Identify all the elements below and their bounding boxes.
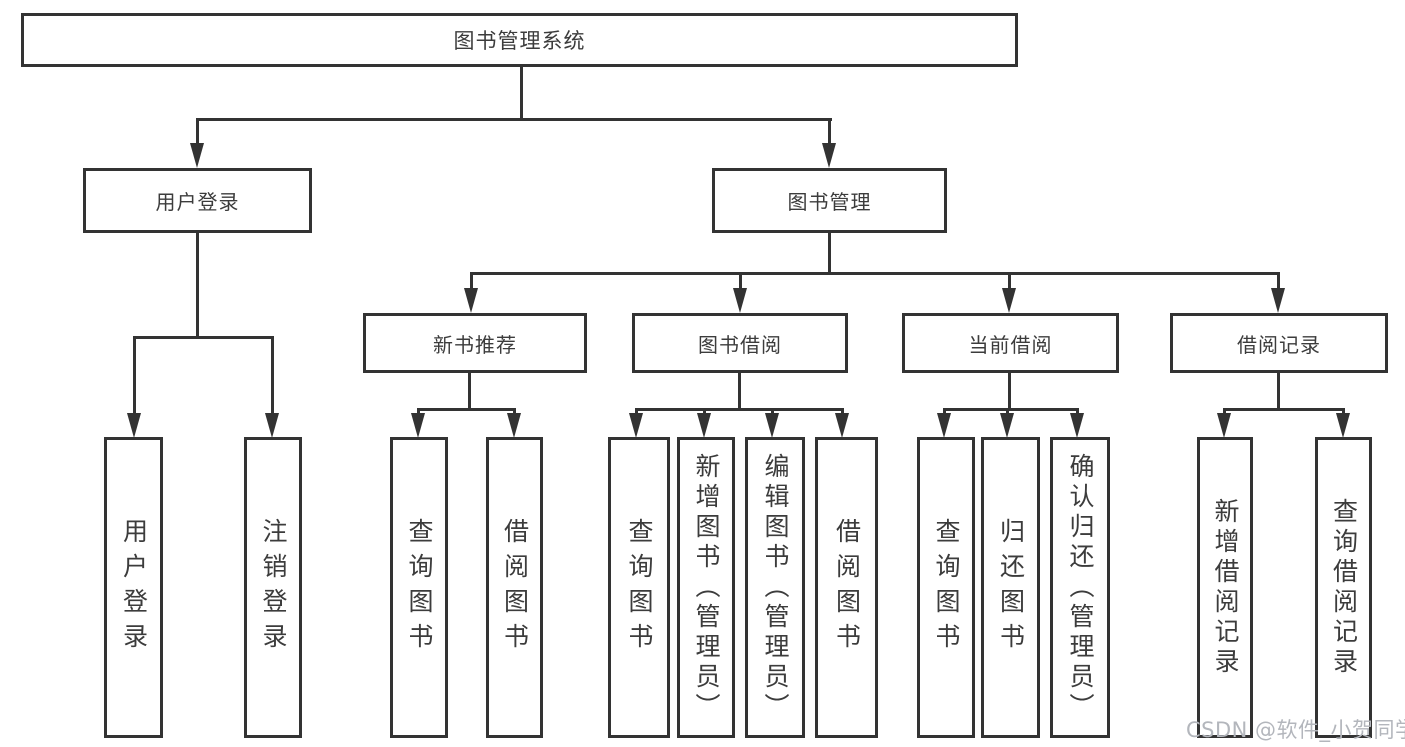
leaf-borrow-book: 借阅图书 bbox=[815, 437, 878, 738]
leaf-return-book: 归还图书 bbox=[981, 437, 1040, 738]
node-label: 图书管理系统 bbox=[453, 29, 586, 53]
connector-book-mgmt-stem bbox=[828, 118, 831, 146]
node-user-login: 用户登录 bbox=[83, 168, 312, 233]
node-label: 用户登录 bbox=[155, 190, 240, 214]
node-new-book-recommend: 新书推荐 bbox=[363, 313, 587, 373]
arrow-down-icon bbox=[765, 413, 779, 438]
node-label: 新书推荐 bbox=[433, 332, 517, 357]
connector-user-login-stub bbox=[196, 233, 199, 339]
node-label: 当前借阅 bbox=[968, 332, 1053, 357]
connector-current-borrow-stem bbox=[1008, 272, 1011, 290]
connector-leaf-stem bbox=[133, 336, 136, 416]
node-borrowing-records: 借阅记录 bbox=[1170, 313, 1388, 373]
arrow-down-icon bbox=[411, 413, 425, 438]
arrow-down-icon bbox=[1002, 288, 1016, 313]
node-current-borrowing: 当前借阅 bbox=[902, 313, 1119, 373]
leaf-confirm-return-admin: 确认归还（管理员） bbox=[1050, 437, 1110, 738]
leaf-label: 用户登录 bbox=[119, 517, 149, 658]
connector-borrow-record-stem bbox=[1277, 272, 1280, 290]
arrow-down-icon bbox=[464, 288, 478, 313]
leaf-label: 查询图书 bbox=[625, 517, 654, 658]
connector-user-login-stem bbox=[196, 118, 199, 146]
connector-new-book-stub bbox=[468, 373, 471, 411]
arrow-down-icon bbox=[1271, 288, 1285, 313]
leaf-edit-book-admin: 编辑图书（管理员） bbox=[745, 437, 805, 738]
node-label: 图书管理 bbox=[787, 190, 872, 214]
node-label: 借阅记录 bbox=[1237, 332, 1321, 357]
leaf-query-borrow-record: 查询借阅记录 bbox=[1315, 437, 1372, 738]
node-book-borrowing: 图书借阅 bbox=[632, 313, 848, 373]
leaf-query-book: 查询图书 bbox=[608, 437, 670, 738]
arrow-down-icon bbox=[127, 413, 141, 438]
connector-level3-rail bbox=[470, 272, 1280, 275]
connector-borrow-record-stub bbox=[1277, 373, 1280, 411]
node-book-management: 图书管理 bbox=[712, 168, 947, 233]
leaf-label: 注销登录 bbox=[259, 517, 288, 658]
leaf-query-book: 查询图书 bbox=[390, 437, 448, 738]
leaf-label: 借阅图书 bbox=[500, 517, 530, 658]
leaf-query-book: 查询图书 bbox=[917, 437, 975, 738]
leaf-label: 查询图书 bbox=[405, 517, 434, 658]
arrow-down-icon bbox=[1336, 413, 1350, 438]
leaf-user-login: 用户登录 bbox=[104, 437, 163, 738]
leaf-label: 归还图书 bbox=[996, 517, 1026, 658]
arrow-down-icon bbox=[1070, 413, 1084, 438]
arrow-down-icon bbox=[822, 143, 836, 168]
leaf-label: 查询图书 bbox=[932, 517, 961, 658]
connector-current-borrow-rail bbox=[943, 408, 1079, 411]
leaf-label: 新增借阅记录 bbox=[1211, 497, 1240, 678]
connector-user-login-rail bbox=[133, 336, 274, 339]
node-label: 图书借阅 bbox=[698, 332, 782, 357]
connector-book-borrow-stem bbox=[739, 272, 742, 290]
arrow-down-icon bbox=[629, 413, 643, 438]
connector-book-borrow-rail bbox=[635, 408, 844, 411]
arrow-down-icon bbox=[190, 143, 204, 168]
arrow-down-icon bbox=[733, 288, 747, 313]
leaf-label: 查询借阅记录 bbox=[1329, 497, 1359, 678]
arrow-down-icon bbox=[697, 413, 711, 438]
connector-root-stub bbox=[520, 67, 523, 120]
connector-new-book-stem bbox=[470, 272, 473, 290]
arrow-down-icon bbox=[835, 413, 849, 438]
leaf-borrow-book: 借阅图书 bbox=[486, 437, 543, 738]
arrow-down-icon bbox=[1217, 413, 1231, 438]
leaf-label: 借阅图书 bbox=[832, 517, 862, 658]
connector-borrow-record-rail bbox=[1223, 408, 1345, 411]
leaf-logout: 注销登录 bbox=[244, 437, 302, 738]
connector-book-borrow-stub bbox=[738, 373, 741, 411]
arrow-down-icon bbox=[1000, 413, 1014, 438]
leaf-add-book-admin: 新增图书（管理员） bbox=[677, 437, 735, 738]
connector-leaf-stem bbox=[271, 336, 274, 416]
leaf-add-borrow-record: 新增借阅记录 bbox=[1197, 437, 1253, 738]
arrow-down-icon bbox=[937, 413, 951, 438]
connector-new-book-rail bbox=[417, 408, 516, 411]
leaf-label: 新增图书（管理员） bbox=[692, 452, 721, 723]
connector-book-mgmt-stub bbox=[828, 233, 831, 275]
csdn-watermark: CSDN @软件_小贺同学 bbox=[1186, 718, 1405, 742]
connector-current-borrow-stub bbox=[1008, 373, 1011, 411]
node-library-system: 图书管理系统 bbox=[21, 13, 1018, 67]
leaf-label: 编辑图书（管理员） bbox=[761, 452, 790, 723]
connector-level2-rail bbox=[196, 118, 832, 121]
arrow-down-icon bbox=[507, 413, 521, 438]
leaf-label: 确认归还（管理员） bbox=[1066, 452, 1095, 723]
arrow-down-icon bbox=[265, 413, 279, 438]
